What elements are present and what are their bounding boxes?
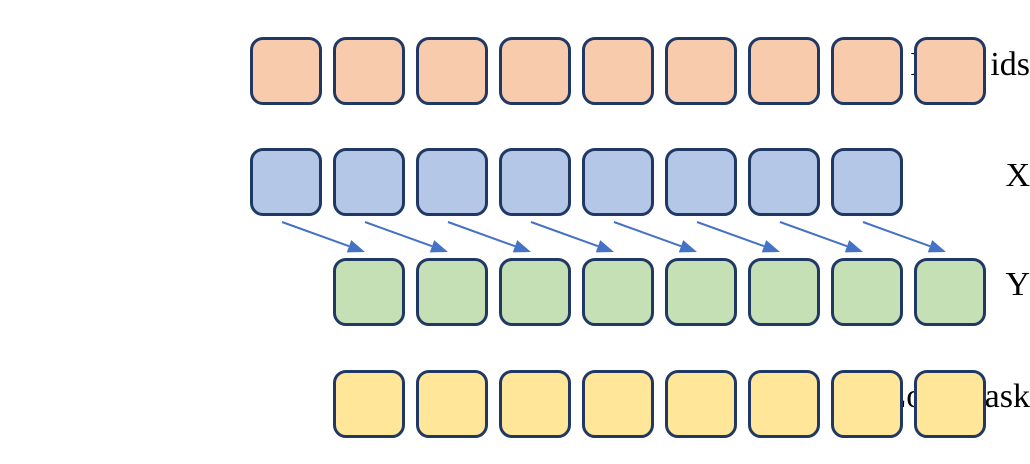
cell-input-ids-3: [499, 37, 571, 105]
shift-arrow-head-7: [927, 240, 946, 253]
shift-arrow-head-5: [761, 240, 780, 253]
shift-arrow-head-4: [678, 240, 697, 253]
shift-arrow-head-6: [844, 240, 863, 253]
cell-y-5: [748, 258, 820, 326]
cell-input-ids-1: [333, 37, 405, 105]
cell-input-ids-2: [416, 37, 488, 105]
shift-arrow-shaft-2: [447, 221, 516, 248]
cell-x-5: [665, 148, 737, 216]
shift-arrow-shaft-0: [281, 221, 350, 248]
row-label-x: X: [1005, 156, 1030, 194]
cell-loss-mask-3: [582, 370, 654, 438]
shift-arrow-shaft-4: [613, 221, 682, 248]
shift-arrow-head-0: [346, 240, 365, 253]
cell-y-7: [914, 258, 986, 326]
cell-y-4: [665, 258, 737, 326]
shift-arrow-head-3: [595, 240, 614, 253]
cell-x-4: [582, 148, 654, 216]
cell-x-1: [333, 148, 405, 216]
cell-loss-mask-7: [914, 370, 986, 438]
cell-x-0: [250, 148, 322, 216]
shift-arrow-shaft-7: [862, 221, 931, 248]
cell-y-6: [831, 258, 903, 326]
cell-loss-mask-6: [831, 370, 903, 438]
cell-input-ids-5: [665, 37, 737, 105]
cell-loss-mask-5: [748, 370, 820, 438]
cell-loss-mask-1: [416, 370, 488, 438]
shift-arrow-head-2: [512, 240, 531, 253]
cell-y-3: [582, 258, 654, 326]
cell-loss-mask-4: [665, 370, 737, 438]
cell-input-ids-0: [250, 37, 322, 105]
shift-arrow-shaft-5: [696, 221, 765, 248]
cell-input-ids-4: [582, 37, 654, 105]
row-label-y: Y: [1005, 265, 1030, 303]
shift-arrow-shaft-1: [364, 221, 433, 248]
shift-arrow-shaft-3: [530, 221, 599, 248]
shift-arrow-shaft-6: [779, 221, 848, 248]
cell-x-3: [499, 148, 571, 216]
shift-arrow-head-1: [429, 240, 448, 253]
cell-y-0: [333, 258, 405, 326]
cell-y-2: [499, 258, 571, 326]
cell-x-2: [416, 148, 488, 216]
cell-x-6: [748, 148, 820, 216]
cell-input-ids-6: [748, 37, 820, 105]
cell-y-1: [416, 258, 488, 326]
cell-input-ids-7: [831, 37, 903, 105]
cell-x-7: [831, 148, 903, 216]
cell-loss-mask-2: [499, 370, 571, 438]
cell-input-ids-8: [914, 37, 986, 105]
cell-loss-mask-0: [333, 370, 405, 438]
